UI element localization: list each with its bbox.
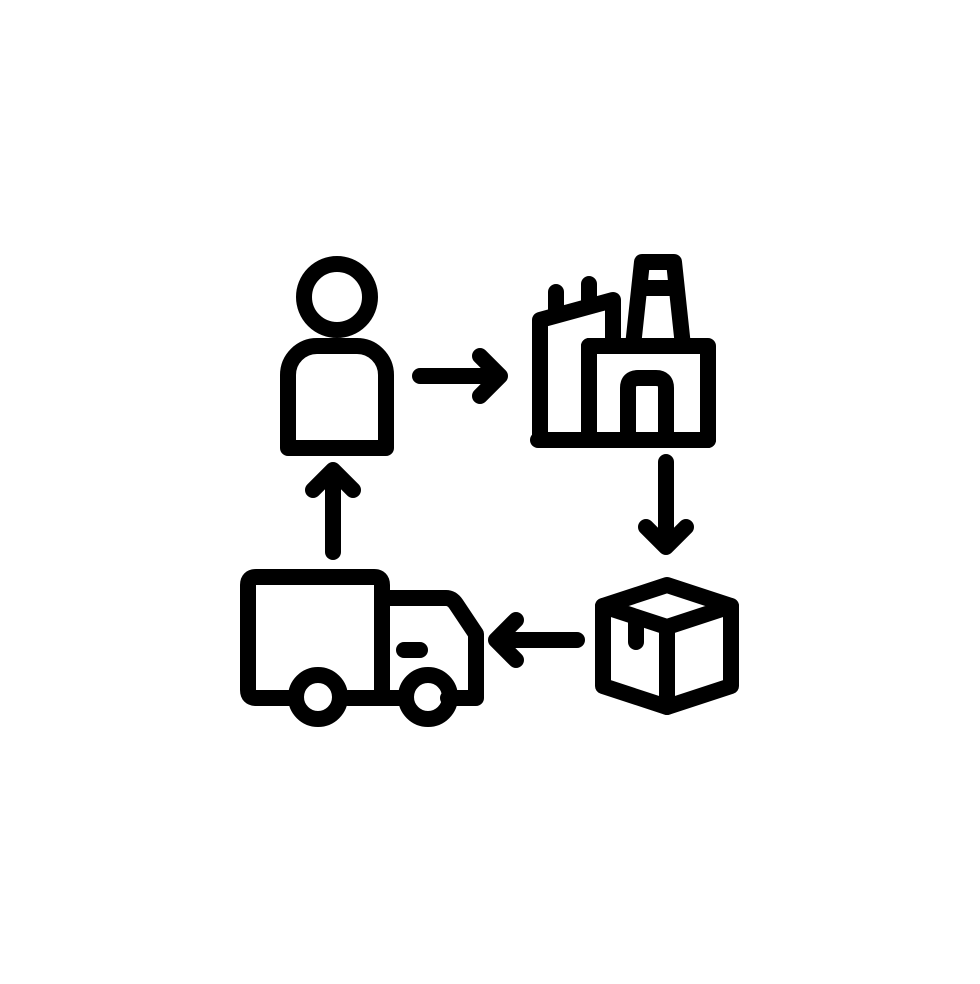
arrow-right-icon — [412, 348, 508, 404]
arrow-left-icon — [488, 612, 585, 668]
arrow-up-icon — [305, 462, 361, 560]
truck-icon — [240, 569, 484, 727]
factory-icon — [530, 254, 716, 448]
user-icon — [280, 256, 394, 456]
box-icon — [595, 577, 739, 715]
arrow-down-icon — [638, 454, 694, 555]
